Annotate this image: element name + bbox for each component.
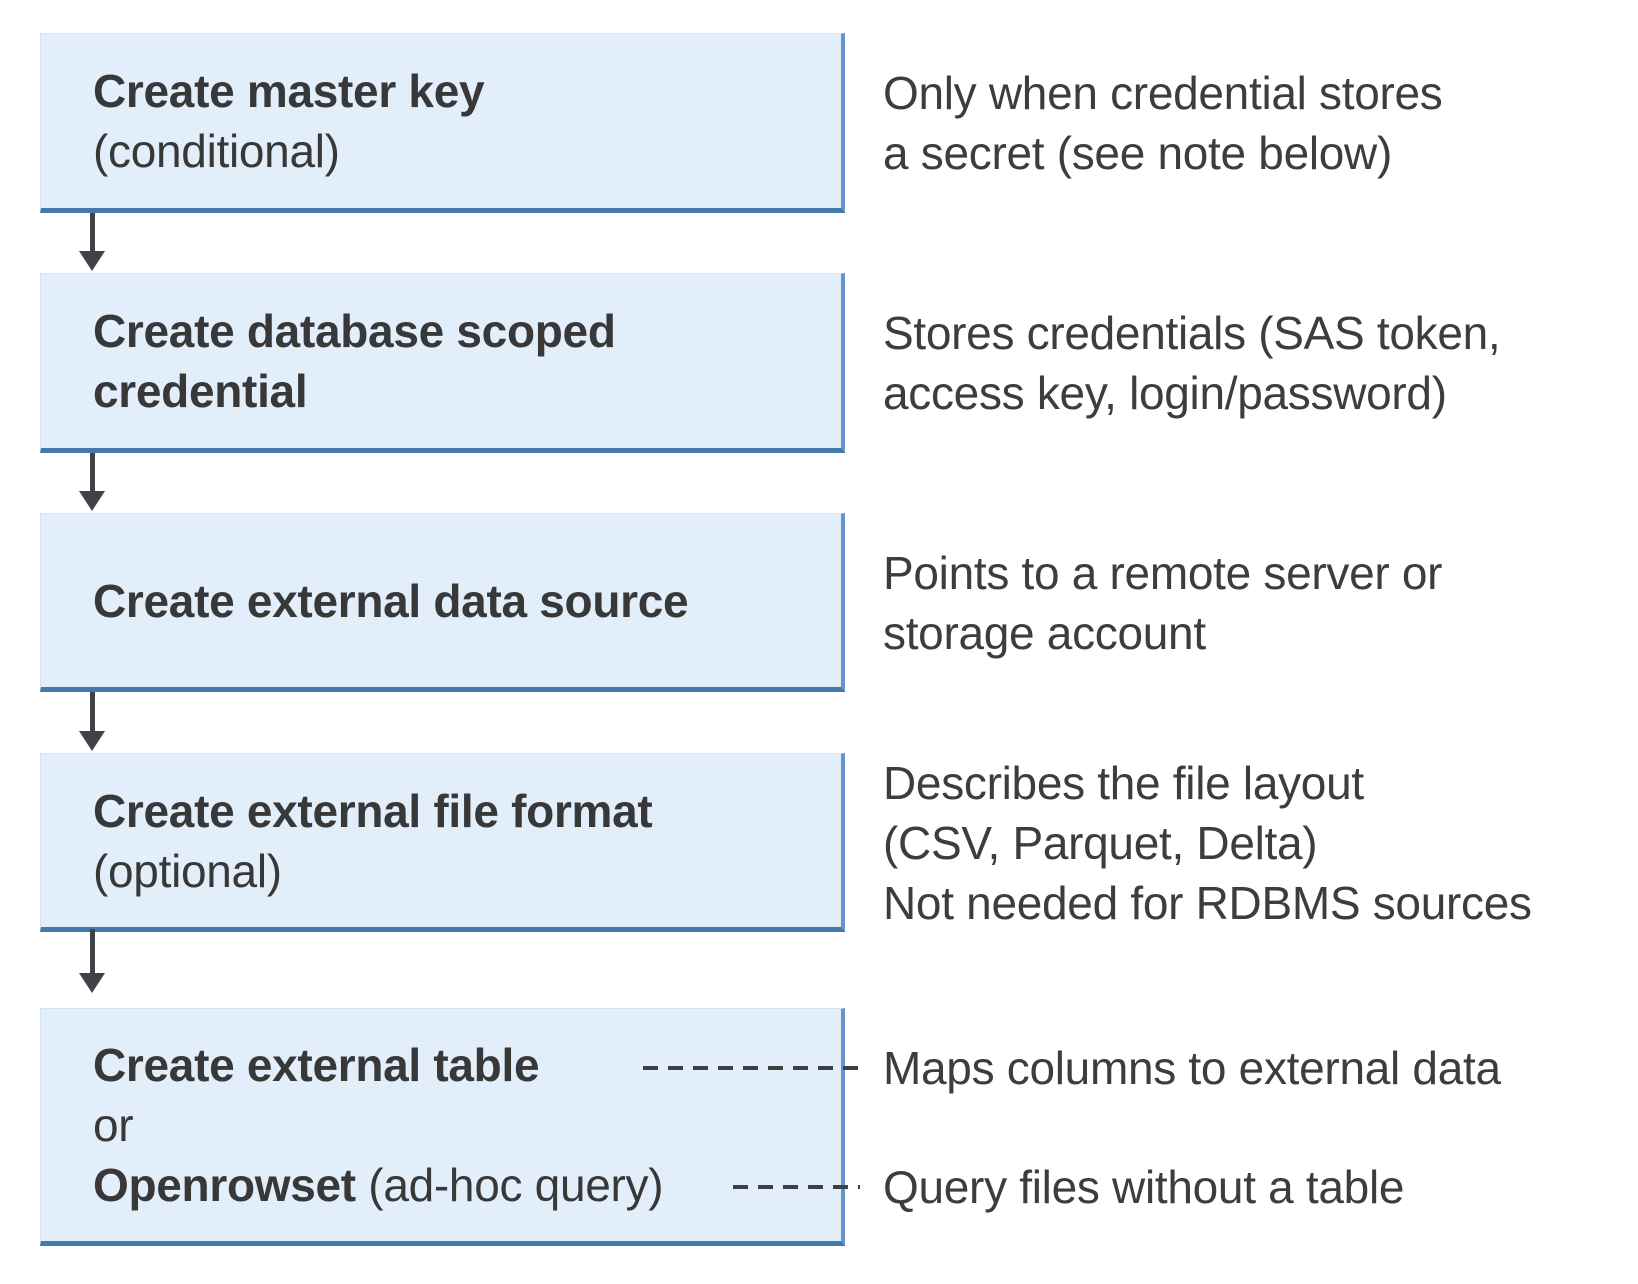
note-line: a secret (see note below) — [883, 127, 1392, 179]
flow-row-data-source: Create external data source Points to a … — [0, 513, 1638, 692]
step-title-bold: Create external table — [93, 1039, 540, 1091]
note-data-source: Points to a remote server or storage acc… — [883, 543, 1442, 663]
step-qualifier: (optional) — [93, 844, 282, 897]
note-line: Not needed for RDBMS sources — [883, 876, 1532, 929]
flow-row-master-key: Create master key (conditional) Only whe… — [0, 33, 1638, 213]
note-file-format: Describes the file layout (CSV, Parquet,… — [883, 753, 1532, 933]
note-scoped-credential: Stores credentials (SAS token, access ke… — [883, 303, 1501, 423]
note-line: access key, login/password) — [883, 367, 1447, 419]
note-line: storage account — [883, 606, 1206, 659]
step-title: Create external data source — [93, 574, 689, 627]
flow-row-external-table: Create external table or Openrowset (ad-… — [0, 1008, 1638, 1246]
step-alt-title-regular: (ad-hoc query) — [355, 1159, 664, 1211]
step-title: Create database scoped credential — [93, 305, 616, 417]
note-external-table: Maps columns to external data — [883, 1042, 1501, 1094]
dashed-connector-openrowset — [733, 1185, 860, 1189]
step-box-external-table-openrowset: Create external table or Openrowset (ad-… — [40, 1008, 845, 1246]
step-box-external-data-source: Create external data source — [40, 513, 845, 692]
step-box-database-scoped-credential: Create database scoped credential — [40, 273, 845, 453]
step-box-external-file-format: Create external file format (optional) — [40, 753, 845, 932]
step-alt-title-bold: Openrowset — [93, 1159, 356, 1211]
note-line: Points to a remote server or — [883, 546, 1443, 599]
down-arrow-icon — [79, 929, 105, 993]
down-arrow-icon — [79, 692, 105, 751]
note-line: Describes the file layout — [883, 756, 1364, 809]
arrow-head — [79, 973, 105, 993]
step-title: Create external table — [93, 1035, 771, 1095]
dashed-connector-external-table — [643, 1066, 866, 1070]
note-line: Only when credential stores — [883, 67, 1443, 119]
arrow-shaft — [89, 692, 95, 731]
step-alt-title: Openrowset (ad-hoc query) — [93, 1155, 771, 1215]
arrow-shaft — [89, 213, 95, 251]
flow-row-scoped-credential: Create database scoped credential Stores… — [0, 273, 1638, 453]
down-arrow-icon — [79, 453, 105, 511]
note-master-key: Only when credential stores a secret (se… — [883, 63, 1443, 183]
step-qualifier: (conditional) — [93, 125, 340, 177]
note-line: (CSV, Parquet, Delta) — [883, 816, 1318, 869]
step-or-label: or — [93, 1099, 134, 1151]
note-line: Stores credentials (SAS token, — [883, 307, 1501, 359]
down-arrow-icon — [79, 213, 105, 271]
arrow-shaft — [89, 453, 95, 491]
step-box-create-master-key: Create master key (conditional) — [40, 33, 845, 213]
arrow-head — [79, 251, 105, 271]
flow-row-file-format: Create external file format (optional) D… — [0, 753, 1638, 932]
arrow-shaft — [89, 929, 95, 973]
arrow-head — [79, 731, 105, 751]
note-openrowset: Query files without a table — [883, 1161, 1405, 1213]
step-title: Create master key — [93, 65, 485, 117]
arrow-head — [79, 491, 105, 511]
step-title: Create external file format — [93, 784, 653, 837]
